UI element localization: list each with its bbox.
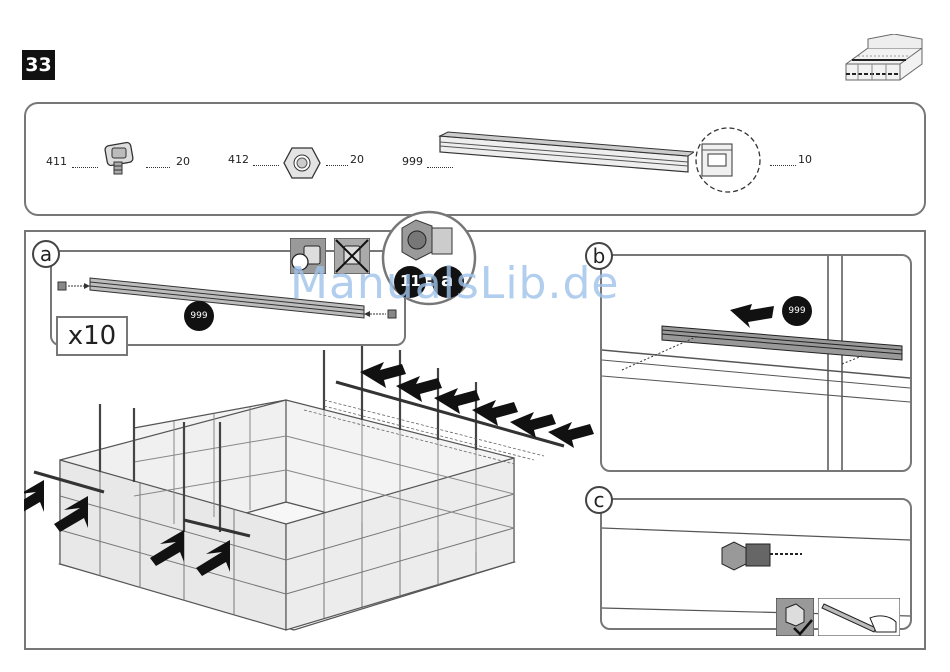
detail-a-letter: a <box>32 240 60 268</box>
greenhouse-thumbnail-icon <box>838 34 930 92</box>
leader-dots <box>326 165 348 166</box>
part-999-id: 999 <box>402 155 423 168</box>
tightened-check-icon <box>776 598 814 636</box>
bolt-icon <box>100 140 140 180</box>
leader-dots <box>146 167 170 168</box>
detail-b-part-tag: 999 <box>782 296 812 326</box>
detail-b-illustration <box>602 256 910 470</box>
part-411-quantity: 20 <box>176 155 190 168</box>
step-number: 33 <box>22 50 55 80</box>
leader-dots <box>72 167 98 168</box>
nut-icon <box>282 144 322 182</box>
leader-dots <box>253 165 279 166</box>
detail-a-part-tag: 999 <box>184 301 214 331</box>
hand-slide-rail-icon <box>818 598 900 636</box>
leader-dots <box>770 165 796 166</box>
rail-profile-icon <box>438 130 694 176</box>
watermark-text: ManualsLib.de <box>290 258 619 309</box>
part-412-quantity: 20 <box>350 153 364 166</box>
part-411-id: 411 <box>46 155 67 168</box>
part-412-id: 412 <box>228 153 249 166</box>
part-999-quantity: 10 <box>798 153 812 166</box>
profile-detail-icon <box>692 124 764 196</box>
detail-a-quantity: x10 <box>56 316 128 356</box>
